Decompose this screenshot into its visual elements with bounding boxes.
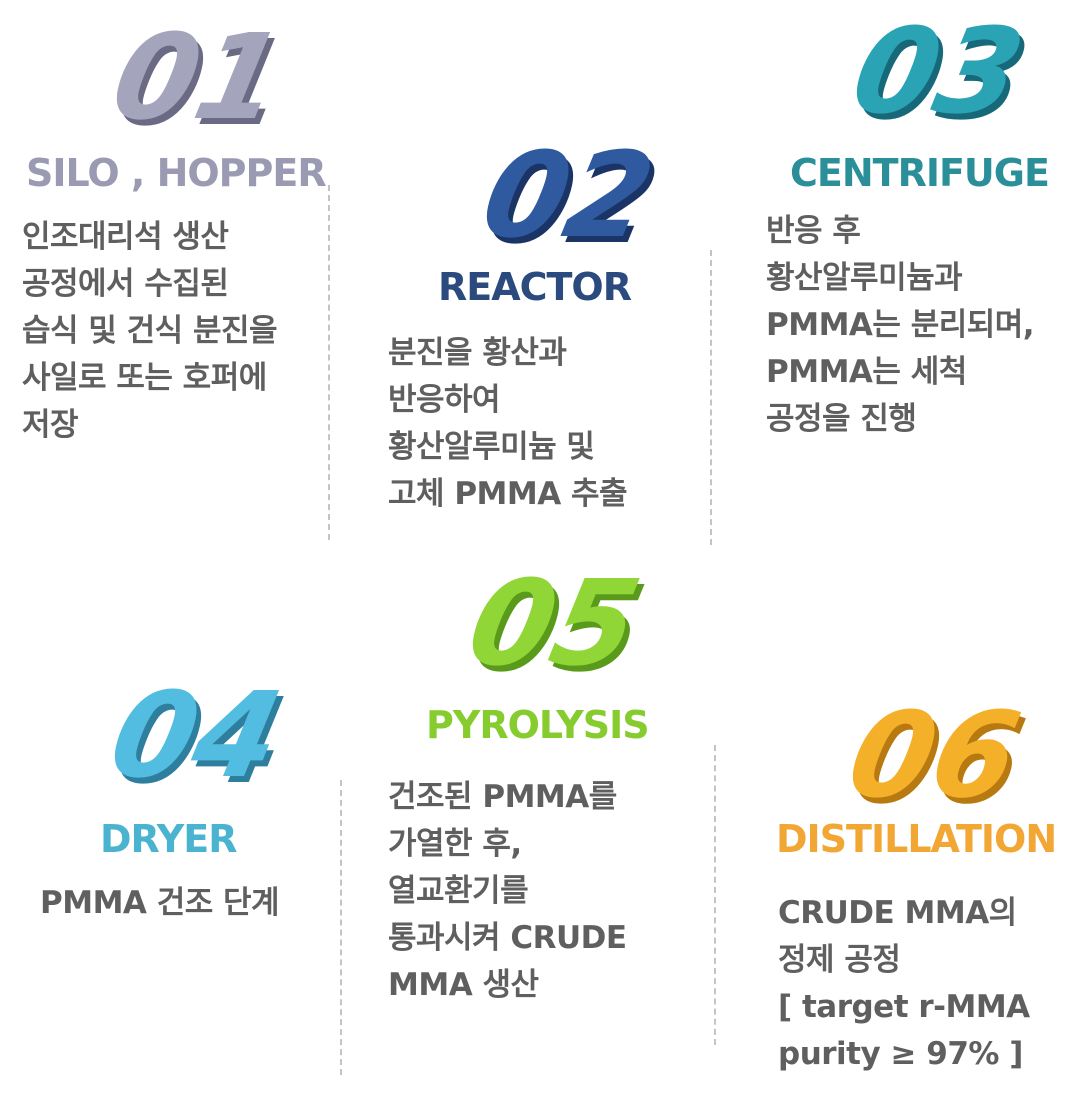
step-desc-reactor: 분진을 황산과 반응하여 황산알루미늄 및 고체 PMMA 추출 [388,330,628,518]
desc-line: 분진을 황산과 [388,335,567,371]
step-number-01-icon: 01 01 [100,9,299,152]
svg-text:05: 05 [457,555,650,692]
step-title-dryer: DRYER [100,817,237,861]
desc-line: PMMA는 세척 [766,354,967,390]
svg-text:03: 03 [841,3,1034,140]
divider-1-2 [328,185,330,540]
desc-line: PMMA는 분리되며, [766,307,1035,343]
desc-line: 습식 및 건식 분진을 [22,313,278,349]
step-desc-centrifuge: 반응 후 황산알루미늄과 PMMA는 분리되며, PMMA는 세척 공정을 진행 [766,208,1035,443]
desc-line: 건조된 PMMA를 [388,779,617,815]
desc-line: 통과시켜 CRUDE [388,920,627,956]
desc-line: 공정에서 수집된 [22,266,229,302]
desc-line: 사일로 또는 호퍼에 [22,360,267,396]
step-title-pyrolysis: PYROLYSIS [426,703,650,747]
step-title-distillation: DISTILLATION [776,817,1057,861]
svg-text:01: 01 [101,9,294,146]
svg-text:02: 02 [476,133,669,270]
step-number-06-icon: 06 06 [836,687,1035,830]
step-number-03-icon: 03 03 [840,3,1039,146]
svg-text:01: 01 [106,15,299,152]
desc-line: [ target r-MMA [778,989,1030,1025]
desc-line: 열교환기를 [388,873,529,909]
step-title-silo-hopper: SILO , HOPPER [26,151,327,195]
svg-text:03: 03 [846,9,1039,146]
step-title-reactor: REACTOR [438,265,632,309]
svg-text:04: 04 [104,673,297,810]
divider-2-3 [710,250,712,545]
step-desc-pyrolysis: 건조된 PMMA를 가열한 후, 열교환기를 통과시켜 CRUDE MMA 생산 [388,774,627,1009]
desc-line: 반응 후 [766,213,861,249]
step-desc-silo-hopper: 인조대리석 생산 공정에서 수집된 습식 및 건식 분진을 사일로 또는 호퍼에… [22,214,278,449]
step-number-04-icon: 04 04 [98,667,297,810]
desc-line: purity ≥ 97% ] [778,1036,1023,1072]
divider-5-6 [714,745,716,1045]
desc-line: 공정을 진행 [766,401,917,437]
desc-line: 가열한 후, [388,826,522,862]
step-number-02-icon: 02 02 [470,127,669,270]
desc-line: 반응하여 [388,382,501,418]
desc-line: 고체 PMMA 추출 [388,476,628,512]
desc-line: MMA 생산 [388,967,539,1003]
desc-line: CRUDE MMA의 [778,895,1017,931]
svg-text:06: 06 [842,693,1035,830]
step-desc-dryer: PMMA 건조 단계 [40,880,280,927]
desc-line: 정제 공정 [778,942,901,978]
svg-text:04: 04 [99,667,292,804]
step-number-05-icon: 05 05 [456,555,655,698]
divider-4-5 [340,780,342,1075]
step-title-centrifuge: CENTRIFUGE [790,151,1050,195]
svg-text:06: 06 [837,687,1030,824]
desc-line: PMMA 건조 단계 [40,885,280,921]
desc-line: 저장 [22,407,79,443]
svg-text:05: 05 [462,561,655,698]
svg-text:02: 02 [471,127,664,264]
desc-line: 황산알루미늄 및 [388,429,595,465]
desc-line: 인조대리석 생산 [22,219,229,255]
desc-line: 황산알루미늄과 [766,260,963,296]
step-desc-distillation: CRUDE MMA의 정제 공정 [ target r-MMA purity ≥… [778,890,1030,1078]
